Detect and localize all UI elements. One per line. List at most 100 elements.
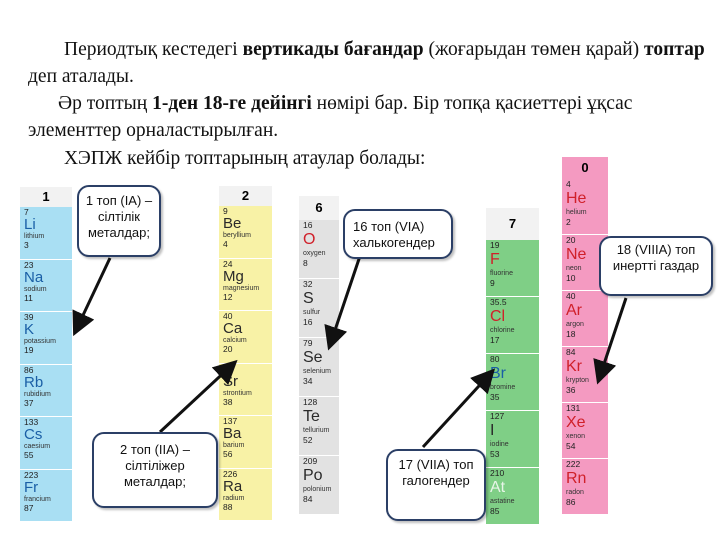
- group-header: 6: [299, 196, 339, 220]
- atomic-number: 2: [566, 217, 571, 227]
- atomic-mass: 23: [24, 259, 34, 270]
- atomic-number: 4: [223, 239, 228, 249]
- element-name: barium: [223, 442, 245, 449]
- element-symbol: Rn: [566, 470, 587, 487]
- atomic-mass: 35.5: [490, 297, 507, 307]
- atomic-number: 9: [490, 278, 495, 288]
- group-header: 1: [20, 187, 72, 207]
- atomic-mass: 222: [566, 459, 581, 469]
- atomic-number: 17: [490, 335, 500, 345]
- element-name: lithium: [24, 233, 45, 240]
- element-name: xenon: [566, 433, 586, 440]
- atomic-mass: 7: [24, 207, 29, 217]
- atomic-number: 53: [490, 449, 500, 459]
- element-name: chlorine: [490, 327, 515, 334]
- element-name: tellurium: [303, 427, 330, 434]
- element-name: calcium: [223, 337, 247, 344]
- atomic-mass: 131: [566, 403, 581, 413]
- element-name: oxygen: [303, 250, 326, 257]
- atomic-number: 12: [223, 291, 233, 302]
- element-symbol: Li: [24, 216, 36, 233]
- element-symbol: Ar: [566, 302, 582, 319]
- group-header: 2: [219, 186, 272, 206]
- paragraph-group-numbers: Әр топтың 1-ден 18-ге дейінгі нөмірі бар…: [28, 93, 633, 141]
- element-name: radon: [566, 489, 584, 496]
- element-symbol: He: [566, 190, 587, 207]
- atomic-number: 20: [223, 344, 233, 354]
- element-name: selenium: [303, 368, 332, 375]
- element-symbol: I: [490, 422, 495, 439]
- atomic-mass: 127: [490, 411, 505, 421]
- element-name: polonium: [303, 486, 332, 493]
- element-symbol: O: [303, 231, 316, 248]
- atomic-number: 37: [24, 397, 34, 408]
- atomic-mass: 84: [566, 347, 576, 357]
- atomic-mass: 40: [566, 291, 576, 301]
- element-symbol: At: [490, 479, 506, 496]
- atomic-number: 3: [24, 240, 29, 250]
- atomic-mass: 9: [223, 206, 228, 216]
- element-name: sodium: [24, 285, 47, 293]
- atomic-number: 56: [223, 449, 233, 459]
- element-symbol: K: [24, 321, 35, 338]
- atomic-number: 18: [566, 329, 576, 339]
- element-name: beryllium: [223, 232, 252, 239]
- atomic-mass: 79: [303, 338, 313, 348]
- paragraph-groups-definition: Периодтық кестедегі вертикады бағандар (…: [28, 39, 705, 87]
- element-symbol: Cl: [490, 308, 506, 325]
- atomic-number: 10: [566, 273, 576, 283]
- element-symbol: Mg: [223, 267, 244, 285]
- atomic-number: 84: [303, 494, 313, 504]
- atomic-number: 52: [303, 435, 313, 445]
- element-symbol: Ra: [223, 477, 243, 495]
- element-symbol: Cs: [24, 426, 43, 443]
- arrow-group-2: [158, 359, 238, 434]
- atomic-mass: 133: [24, 417, 39, 427]
- atomic-number: 16: [303, 317, 313, 327]
- atomic-number: 19: [24, 345, 34, 355]
- element-name: helium: [566, 209, 587, 216]
- atomic-number: 8: [303, 258, 308, 268]
- element-symbol: Se: [303, 349, 323, 366]
- arrow-group-16: [324, 255, 362, 351]
- atomic-mass: 86: [24, 364, 34, 375]
- element-name: caesium: [24, 443, 51, 450]
- atomic-mass: 19: [490, 240, 500, 250]
- element-symbol: Ba: [223, 425, 242, 442]
- element-name: bromine: [490, 384, 516, 391]
- group-header: 7: [486, 208, 539, 240]
- element-name: francium: [24, 495, 51, 503]
- callout-group-1: 1 топ (IA) – сілтілік металдар;: [77, 185, 161, 257]
- atomic-number: 55: [24, 450, 34, 460]
- element-name: sulfur: [303, 309, 321, 316]
- atomic-mass: 209: [303, 456, 318, 466]
- element-symbol: Rb: [24, 373, 44, 391]
- callout-group-2: 2 топ (IIA) – сілтіліжер металдар;: [92, 432, 218, 508]
- element-symbol: Te: [303, 408, 320, 425]
- atomic-mass: 128: [303, 397, 318, 407]
- element-name: magnesium: [223, 284, 260, 292]
- group-header: 0: [562, 157, 608, 179]
- atomic-mass: 80: [490, 354, 500, 364]
- element-symbol: F: [490, 251, 500, 268]
